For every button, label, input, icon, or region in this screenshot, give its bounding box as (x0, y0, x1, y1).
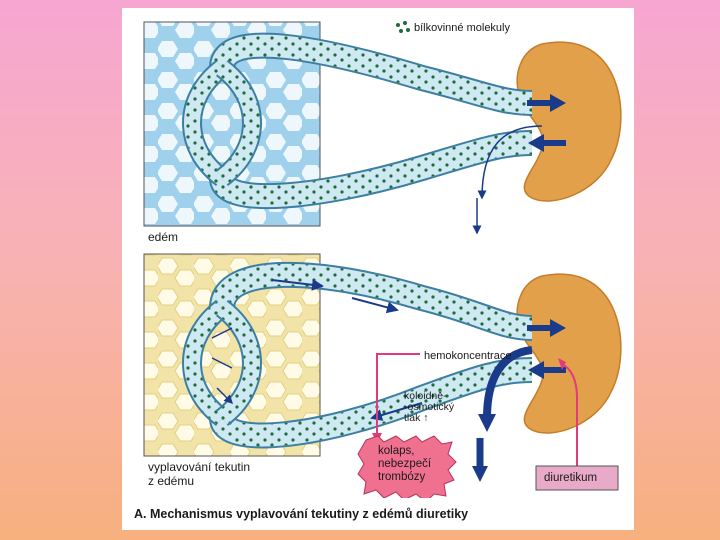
pink-arrow-hemo (376, 353, 420, 433)
flow-arrows-bottom (211, 278, 566, 482)
kidney-top (516, 41, 622, 202)
collapse-burst (357, 435, 457, 503)
kidney-bottom (516, 273, 622, 434)
hemoconcentration-label: hemokoncentrace (424, 350, 512, 362)
colloid-pressure-label: koloidně- -osmotický tlak ↑ (404, 390, 455, 424)
protein-dots-icon (396, 21, 410, 33)
diagram-panel: bílkovinné molekuly edém vyplavování tek… (122, 8, 634, 530)
caption-bar (122, 498, 634, 530)
diagram-artwork (122, 21, 634, 530)
pink-arrow-diuretic (561, 363, 578, 466)
figure-caption: A. Mechanismus vyplavování tekutiny z ed… (134, 507, 469, 521)
legend-label: bílkovinné molekuly (414, 22, 510, 34)
vessels-top (182, 32, 533, 210)
bottom-panel-label: vyplavování tekutin z edému (148, 460, 251, 488)
flow-arrows-top (472, 94, 566, 235)
diuretic-label: diuretikum (544, 472, 598, 484)
collapse-label: kolaps, nebezpečí trombózy (378, 445, 432, 483)
diuretic-box (535, 465, 619, 491)
top-panel-label: edém (148, 230, 179, 244)
